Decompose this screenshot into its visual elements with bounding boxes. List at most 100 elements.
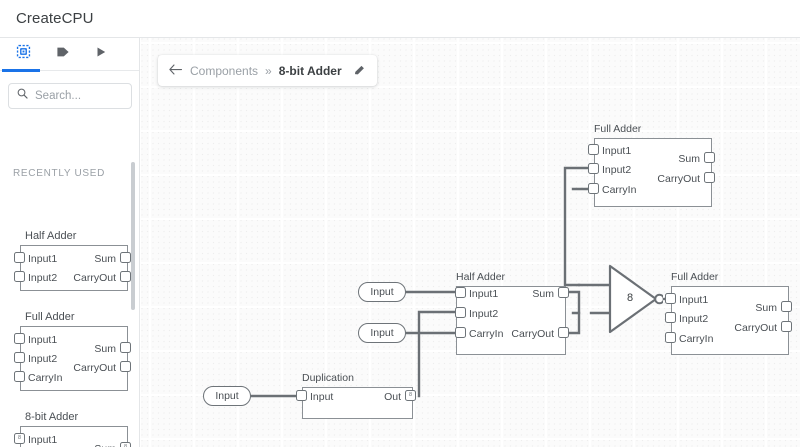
pencil-icon[interactable] (353, 64, 366, 77)
palette-item-body (20, 326, 128, 391)
arrow-left-icon[interactable] (168, 63, 183, 78)
title-bar: CreateCPU (0, 0, 800, 38)
search-box[interactable] (8, 83, 132, 109)
pin-input2[interactable] (665, 312, 676, 323)
tag-icon (55, 44, 71, 65)
pin-label-carryin: CarryIn (28, 372, 63, 384)
breadcrumb-separator: » (265, 63, 272, 78)
pin-carryout[interactable] (781, 321, 792, 332)
pin-input2[interactable] (588, 163, 599, 174)
pin-input1[interactable] (14, 252, 25, 263)
pin-label-carryin: CarryIn (602, 184, 637, 196)
pin-input2[interactable] (14, 352, 25, 363)
pin-label-input2: Input2 (28, 272, 58, 284)
sidebar: RECENTLY USED Half Adder Input1 Input2 S… (0, 38, 140, 447)
node-title: Half Adder (456, 271, 506, 283)
node-body (456, 286, 566, 355)
chip-icon (15, 43, 32, 65)
pin-carryin[interactable] (588, 183, 599, 194)
search-icon (16, 87, 29, 105)
node-body (671, 286, 789, 355)
pin-sum[interactable]: 8 (120, 442, 131, 447)
input-pill[interactable]: Input (358, 323, 406, 343)
breadcrumb-root[interactable]: Components (190, 63, 259, 78)
pin-carryout[interactable] (120, 271, 131, 282)
pin-label-input2: Input2 (469, 308, 499, 320)
input-pill-label: Input (370, 286, 394, 298)
pin-carryout[interactable] (120, 361, 131, 372)
pin-input2[interactable] (455, 307, 466, 318)
wire-halfadder-sum (559, 290, 581, 315)
node-title: Full Adder (594, 123, 642, 135)
pin-input1[interactable] (588, 144, 599, 155)
pin-carryin[interactable] (455, 327, 466, 338)
tab-components[interactable] (0, 38, 46, 70)
pin-label-sum: Sum (94, 253, 116, 265)
tab-tags[interactable] (40, 38, 86, 70)
pin-label-sum: Sum (532, 288, 554, 300)
pin-label-input2: Input2 (679, 313, 709, 325)
section-label-recently-used: RECENTLY USED (13, 168, 106, 179)
pin-out[interactable]: 8 (405, 390, 416, 401)
node-body (302, 387, 413, 419)
pin-label-input1: Input1 (469, 288, 499, 300)
pin-label-input1: Input1 (28, 434, 58, 446)
input-pill[interactable]: Input (358, 282, 406, 302)
bus-width-label: 8 (123, 443, 128, 447)
bus-width-label: 8 (408, 391, 413, 398)
palette-item-title: 8-bit Adder (25, 411, 79, 423)
pin-sum[interactable] (558, 287, 569, 298)
pin-input[interactable] (296, 390, 307, 401)
input-pill-label: Input (370, 327, 394, 339)
sidebar-scrollbar[interactable] (131, 162, 135, 310)
pin-label-carryout: CarryOut (734, 322, 777, 334)
pin-label-input1: Input1 (602, 145, 632, 157)
active-tab-indicator (2, 69, 40, 72)
pin-input1[interactable] (665, 293, 676, 304)
search-input[interactable] (35, 90, 121, 102)
play-icon (94, 45, 108, 64)
pin-input1[interactable] (14, 333, 25, 344)
pin-label-input1: Input1 (679, 294, 709, 306)
pin-label-carryin: CarryIn (679, 333, 714, 345)
pin-label-carryout: CarryOut (73, 272, 116, 284)
pin-input1[interactable] (455, 287, 466, 298)
pin-input1[interactable]: 8 (14, 433, 25, 444)
pin-label-sum: Sum (60, 443, 116, 447)
wire-duplication-halfadder-input2 (417, 310, 463, 398)
palette-item-title: Half Adder (25, 230, 77, 242)
node-title: Duplication (302, 372, 354, 384)
input-pill[interactable]: Input (203, 386, 251, 406)
pin-carryin[interactable] (14, 371, 25, 382)
pin-carryout[interactable] (704, 172, 715, 183)
sidebar-tabs (0, 38, 139, 72)
pin-label-sum: Sum (755, 302, 777, 314)
palette-item-body (20, 245, 128, 291)
pin-label-input: Input (310, 391, 334, 403)
buffer-triangle-icon (608, 264, 663, 334)
pin-label-carryout: CarryOut (511, 328, 554, 340)
input-pill-label: Input (215, 390, 239, 402)
pin-sum[interactable] (704, 152, 715, 163)
pin-label-carryout: CarryOut (73, 362, 116, 374)
pin-input2[interactable] (14, 271, 25, 282)
pin-sum[interactable] (781, 301, 792, 312)
buffer-width-label: 8 (627, 292, 634, 304)
pin-label-out: Out (384, 391, 401, 403)
schematic-canvas[interactable]: Components » 8-bit Adder Input Input Inp… (141, 38, 800, 447)
pin-carryout[interactable] (558, 327, 569, 338)
breadcrumb: Components » 8-bit Adder (158, 55, 377, 86)
tab-run[interactable] (78, 38, 124, 70)
pin-sum[interactable] (120, 252, 131, 263)
app-title: CreateCPU (16, 10, 94, 27)
pin-carryin[interactable] (665, 332, 676, 343)
pin-label-sum: Sum (94, 343, 116, 355)
pin-label-input1: Input1 (28, 334, 58, 346)
pin-label-carryout: CarryOut (657, 173, 700, 185)
node-title: Full Adder (671, 271, 719, 283)
pin-label-input2: Input2 (602, 164, 632, 176)
breadcrumb-current: 8-bit Adder (278, 63, 342, 78)
pin-sum[interactable] (120, 342, 131, 353)
search-container (8, 83, 132, 109)
